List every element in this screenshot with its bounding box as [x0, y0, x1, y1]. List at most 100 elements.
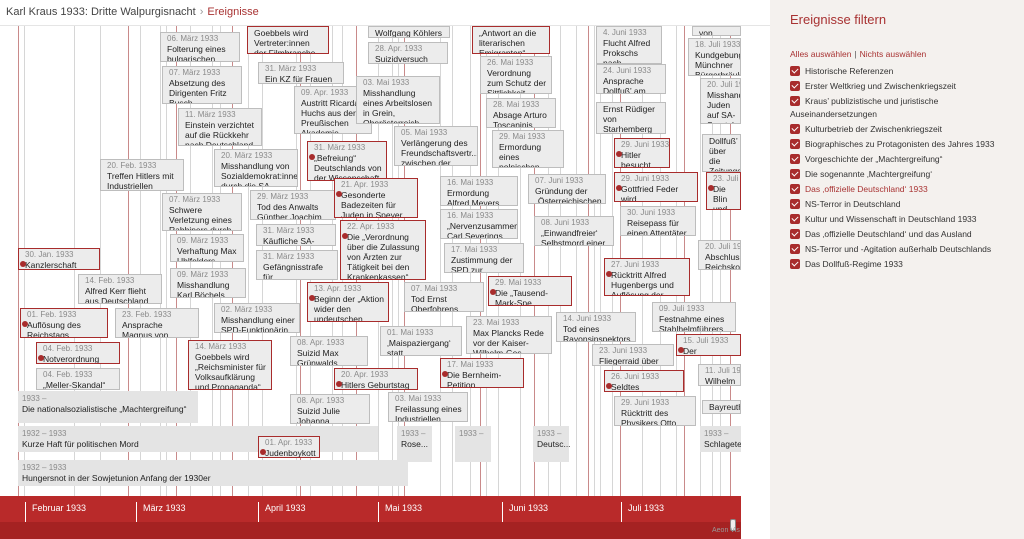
span-item[interactable]: 1933 –Deutsc...: [533, 426, 571, 462]
checkbox-icon[interactable]: [790, 214, 800, 224]
checkbox-icon[interactable]: [790, 154, 800, 164]
select-all-link[interactable]: Alles auswählen: [790, 49, 852, 59]
filter-item[interactable]: Das Dollfuß-Regime 1933: [790, 258, 1004, 270]
event-card[interactable]: 31. März 1933„Befreiung“ Deutschlands vo…: [307, 141, 387, 181]
filter-item[interactable]: Kulturbetrieb der Zwischenkriegszeit: [790, 123, 1004, 135]
event-card[interactable]: 20. Juli 1933Abschluss Reichskonk: [698, 240, 741, 270]
event-card[interactable]: 04. Feb. 1933„Meller-Skandal“: [36, 368, 120, 390]
checkbox-icon[interactable]: [790, 199, 800, 209]
breadcrumb-parent-link[interactable]: Karl Kraus 1933: Dritte Walpurgisnacht: [6, 6, 196, 18]
checkbox-icon[interactable]: [790, 124, 800, 134]
filter-item[interactable]: Erster Weltkrieg und Zwischenkriegszeit: [790, 80, 1004, 92]
event-card[interactable]: Ernst Rüdiger von Starhemberg klagt an: [596, 102, 666, 134]
event-card[interactable]: 08. Juni 1933„Einwandfreier‘ Selbstmord …: [534, 216, 614, 246]
filter-item[interactable]: NS-Terror und -Agitation außerhalb Deuts…: [790, 243, 1004, 255]
event-card[interactable]: 20. Juli 19Misshandlu Juden auf SA-Sport…: [700, 78, 741, 124]
checkbox-icon[interactable]: [790, 81, 800, 91]
span-item[interactable]: 1933 –: [455, 426, 491, 462]
filter-item[interactable]: Kraus’ publizistische und juristische: [790, 95, 1004, 107]
event-card[interactable]: 16. Mai 1933„Nervenzusammen... Carl Seve…: [440, 209, 518, 239]
checkbox-icon[interactable]: [790, 259, 800, 269]
checkbox-icon[interactable]: [790, 169, 800, 179]
checkbox-icon[interactable]: [790, 229, 800, 239]
event-card[interactable]: 01. Mai 1933‚Maispaziergang‘ statt Maiau…: [380, 326, 462, 356]
checkbox-icon[interactable]: [790, 96, 800, 106]
filter-item[interactable]: Das ‚offizielle Deutschland‘ 1933: [790, 183, 1004, 195]
scroll-handle[interactable]: [730, 519, 736, 531]
filter-item[interactable]: NS-Terror in Deutschland: [790, 198, 1004, 210]
checkbox-icon[interactable]: [790, 244, 800, 254]
event-card[interactable]: von Alvensle: [692, 26, 741, 36]
timeline[interactable]: 1933 –Die nationalsozialistische „Machte…: [0, 26, 741, 539]
event-card[interactable]: Goebbels wird Vertreter:innen der Filmbr…: [247, 26, 329, 54]
filter-item[interactable]: Die sogenannte ‚Machtergreifung‘: [790, 168, 1004, 180]
checkbox-icon[interactable]: [790, 139, 800, 149]
span-item[interactable]: 1933 –Schlagete...: [700, 426, 741, 452]
select-none-link[interactable]: Nichts auswählen: [859, 49, 927, 59]
filter-item[interactable]: Kultur und Wissenschaft in Deutschland 1…: [790, 213, 1004, 225]
event-card[interactable]: Wolfgang Köhlers: [368, 26, 450, 38]
span-item[interactable]: 1933 –Die nationalsozialistische „Machte…: [18, 391, 198, 423]
timeline-axis[interactable]: Februar 1933 März 1933 April 1933 Mai 19…: [0, 496, 741, 539]
filter-item[interactable]: Historische Referenzen: [790, 65, 1004, 77]
event-card[interactable]: 11. Juli 1933Wilhelm Fu wird Staats: [698, 364, 741, 386]
checkbox-icon[interactable]: [790, 66, 800, 76]
span-item[interactable]: 1933 –Rose...: [397, 426, 432, 462]
event-card[interactable]: Bayreuth: [702, 400, 741, 414]
event-card[interactable]: Dollfuß’ über die Zeitungsl: [702, 134, 741, 172]
filter-item[interactable]: Biographisches zu Protagonisten des Jahr…: [790, 138, 1004, 150]
filter-item[interactable]: Vorgeschichte der „Machtergreifung“: [790, 153, 1004, 165]
